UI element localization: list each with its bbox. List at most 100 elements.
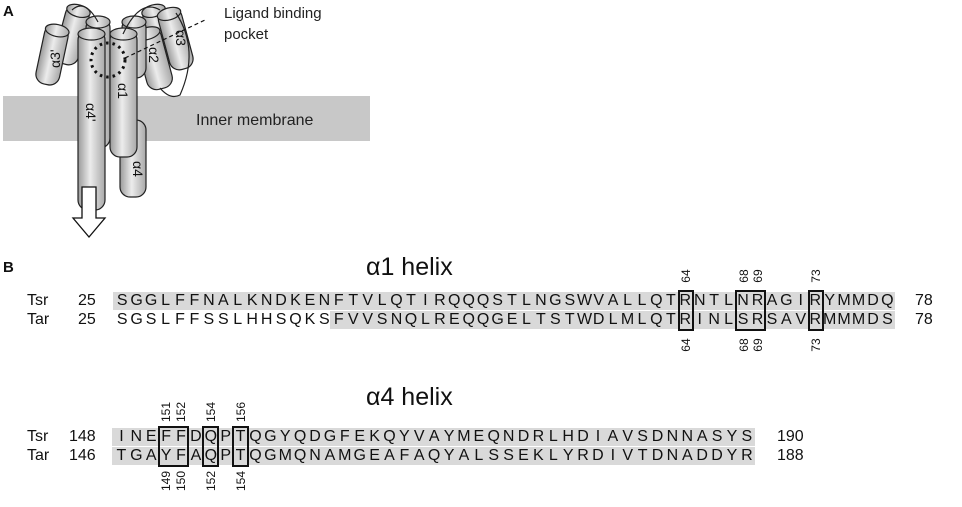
residue: F <box>333 292 344 309</box>
residue: T <box>235 428 246 445</box>
residue: Y <box>824 292 835 309</box>
residue: A <box>217 292 229 309</box>
residue: S <box>376 311 388 328</box>
residue: L <box>420 311 430 328</box>
sequence-shading <box>112 428 755 446</box>
svg-text:α3': α3' <box>47 49 63 68</box>
residue: L <box>608 311 618 328</box>
residue: I <box>798 292 803 309</box>
residue: M <box>822 311 837 328</box>
residue: F <box>189 311 200 328</box>
residue-number-bottom: 69 <box>751 338 766 352</box>
residue: Q <box>462 292 475 309</box>
residue-number-bottom: 150 <box>174 470 189 491</box>
residue: T <box>116 447 127 464</box>
residue: Q <box>249 428 262 445</box>
residue: D <box>867 292 879 309</box>
residue-number-top: 156 <box>233 401 248 422</box>
residue: Q <box>293 447 307 464</box>
residue-number-top: 154 <box>203 401 218 422</box>
sequence-end: 78 <box>915 311 933 328</box>
residue: A <box>384 447 395 464</box>
residue: I <box>423 292 428 309</box>
residue: Y <box>562 447 574 464</box>
residue: T <box>507 292 517 309</box>
residue: S <box>550 311 561 328</box>
panel-b-label: B <box>3 259 14 276</box>
residue: V <box>593 292 604 309</box>
residue: I <box>595 428 601 445</box>
residue: Y <box>443 447 455 464</box>
residue: Y <box>160 447 172 464</box>
receptor-helix-diagram: Inner membrane α3' α2 α3 α4 α4' α1 Ligan… <box>3 3 370 239</box>
residue: E <box>369 447 380 464</box>
residue: F <box>175 292 185 309</box>
residue-number-bottom: 149 <box>159 470 174 491</box>
residue: T <box>406 292 416 309</box>
sequence-end: 78 <box>915 292 933 309</box>
residue: N <box>130 428 143 445</box>
sequence-end: 190 <box>777 428 804 445</box>
residue: Q <box>404 311 418 328</box>
residue: S <box>637 428 648 445</box>
residue: Y <box>726 447 738 464</box>
sequence-start: 25 <box>78 292 96 309</box>
residue-number-top: 152 <box>174 401 189 422</box>
residue: L <box>522 292 531 309</box>
residue: S <box>737 311 749 328</box>
residue-number-bottom: 64 <box>678 338 693 352</box>
residue: M <box>851 292 866 309</box>
residue: S <box>203 311 215 328</box>
residue: L <box>548 447 558 464</box>
residue-number-bottom: 152 <box>203 470 218 491</box>
residue-number-bottom: 68 <box>736 338 751 352</box>
residue: S <box>116 292 128 309</box>
residue: S <box>275 311 287 328</box>
residue-highlight-box <box>157 426 190 467</box>
residue: M <box>457 428 471 445</box>
residue: R <box>809 292 821 309</box>
residue: Q <box>390 292 403 309</box>
residue: N <box>318 292 331 309</box>
residue: Q <box>383 428 396 445</box>
membrane-label: Inner membrane <box>196 112 313 129</box>
residue: D <box>711 447 723 464</box>
sequence-end: 188 <box>777 447 804 464</box>
residue: N <box>502 428 515 445</box>
residue: G <box>264 447 277 464</box>
ligand-label-2: pocket <box>224 26 269 43</box>
residue: S <box>741 428 753 445</box>
residue: Q <box>293 428 307 445</box>
svg-text:α4': α4' <box>83 103 99 122</box>
residue: M <box>338 447 352 464</box>
residue: L <box>548 428 558 445</box>
residue: N <box>708 311 720 328</box>
residue: T <box>348 292 359 309</box>
residue: A <box>607 428 619 445</box>
residue: G <box>130 311 143 328</box>
residue: M <box>837 292 851 309</box>
residue: A <box>145 447 157 464</box>
residue: D <box>867 311 879 328</box>
residue: A <box>681 447 693 464</box>
residue: A <box>781 311 792 328</box>
residue: H <box>562 428 574 445</box>
residue-highlight-box <box>735 290 767 331</box>
residue: I <box>119 428 124 445</box>
residue: N <box>681 428 694 445</box>
residue: E <box>506 311 518 328</box>
residue: S <box>564 292 576 309</box>
residue: H <box>260 311 273 328</box>
residue: D <box>577 428 589 445</box>
residue: D <box>190 428 202 445</box>
residue: I <box>697 311 702 328</box>
residue: G <box>130 292 143 309</box>
residue: R <box>751 292 764 309</box>
residue: T <box>536 311 546 328</box>
residue: Y <box>443 428 455 445</box>
residue: D <box>651 447 664 464</box>
residue: T <box>564 311 575 328</box>
residue: G <box>264 428 277 445</box>
residue: I <box>610 447 616 464</box>
